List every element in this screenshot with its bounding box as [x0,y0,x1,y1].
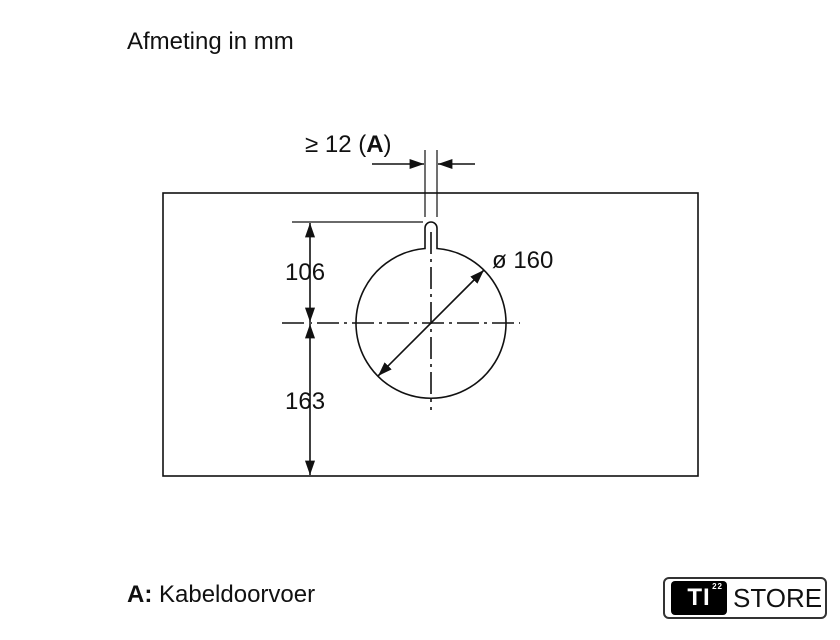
legend-text: Kabeldoorvoer [159,581,316,608]
diagram-title: Afmeting in mm [127,28,294,55]
diameter-arrow [377,269,485,377]
legend-key: A: [127,581,153,608]
diameter-label: ø 160 [492,247,553,274]
dimension-106-label: 106 [285,259,325,286]
gap-dimension-label: ≥ 12 (A) [305,131,392,158]
dimension-163-label: 163 [285,388,325,415]
panel-outline [162,192,699,477]
legend: A: Kabeldoorvoer [127,581,315,609]
logo-sup: 22 [712,582,723,591]
logo-ti: TI [687,584,711,611]
logo-store-text: STORE [733,582,823,613]
